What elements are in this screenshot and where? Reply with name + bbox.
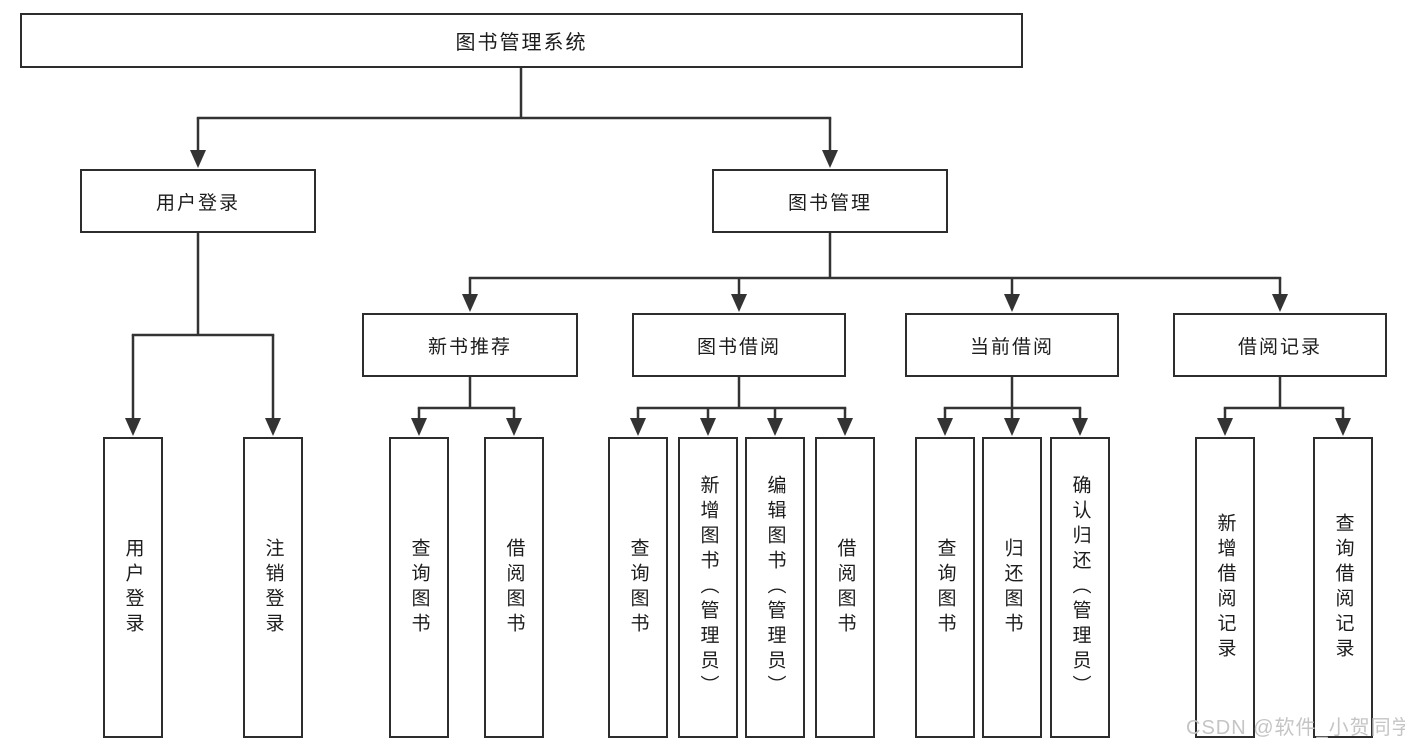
node-label: 查询图书	[408, 537, 430, 638]
node-label: 借阅记录	[1237, 336, 1322, 358]
leaf-confirm-return-admin: 确认归还（管理员）	[1050, 437, 1110, 738]
node-book-management: 图书管理	[712, 169, 948, 233]
node-borrowing-records: 借阅记录	[1173, 313, 1387, 377]
leaf-user-login: 用户登录	[103, 437, 163, 738]
node-label: 新增图书（管理员）	[697, 475, 719, 700]
node-label: 借阅图书	[834, 537, 856, 638]
csdn-watermark: CSDN @软件_小贺同学	[1186, 717, 1405, 739]
leaf-query-books-current: 查询图书	[915, 437, 975, 738]
node-label: 图书借阅	[696, 336, 781, 358]
edge-current-borrow-to-leaves	[937, 377, 1088, 436]
leaf-borrow-books-borrowing: 借阅图书	[815, 437, 875, 738]
node-label: 新书推荐	[427, 336, 512, 358]
node-label: 查询图书	[934, 537, 956, 638]
leaf-logout: 注销登录	[243, 437, 303, 738]
edge-new-books-to-leaves	[411, 377, 522, 436]
node-book-borrowing: 图书借阅	[632, 313, 846, 377]
node-label: 用户登录	[155, 192, 240, 214]
leaf-return-books: 归还图书	[982, 437, 1042, 738]
node-label: 用户登录	[122, 537, 144, 638]
node-current-borrowing: 当前借阅	[905, 313, 1119, 377]
leaf-edit-books-admin: 编辑图书（管理员）	[745, 437, 805, 738]
leaf-query-books-newbooks: 查询图书	[389, 437, 449, 738]
node-label: 图书管理系统	[455, 32, 588, 54]
node-label: 注销登录	[262, 537, 284, 638]
node-label: 编辑图书（管理员）	[764, 475, 786, 700]
node-label: 查询借阅记录	[1332, 512, 1354, 663]
leaf-add-borrow-record: 新增借阅记录	[1195, 437, 1255, 738]
node-label: 查询图书	[627, 537, 649, 638]
leaf-borrow-books-newbooks: 借阅图书	[484, 437, 544, 738]
node-label: 借阅图书	[503, 537, 525, 638]
edge-book-borrow-to-leaves	[630, 377, 853, 436]
leaf-add-books-admin: 新增图书（管理员）	[678, 437, 738, 738]
node-new-book-recommendation: 新书推荐	[362, 313, 578, 377]
node-label: 当前借阅	[969, 336, 1054, 358]
node-user-login: 用户登录	[80, 169, 316, 233]
node-label: 新增借阅记录	[1214, 512, 1236, 663]
node-library-management-system: 图书管理系统	[20, 13, 1023, 68]
edge-borrow-records-to-leaves	[1217, 377, 1351, 436]
leaf-query-books-borrowing: 查询图书	[608, 437, 668, 738]
node-label: 确认归还（管理员）	[1069, 475, 1091, 700]
node-label: 图书管理	[787, 192, 872, 214]
edge-book-mgmt-to-level3	[462, 233, 1288, 312]
leaf-query-borrow-record: 查询借阅记录	[1313, 437, 1373, 738]
edge-user-login-to-leaves	[125, 233, 281, 436]
node-label: 归还图书	[1001, 537, 1023, 638]
edge-root-to-level2	[190, 68, 838, 168]
